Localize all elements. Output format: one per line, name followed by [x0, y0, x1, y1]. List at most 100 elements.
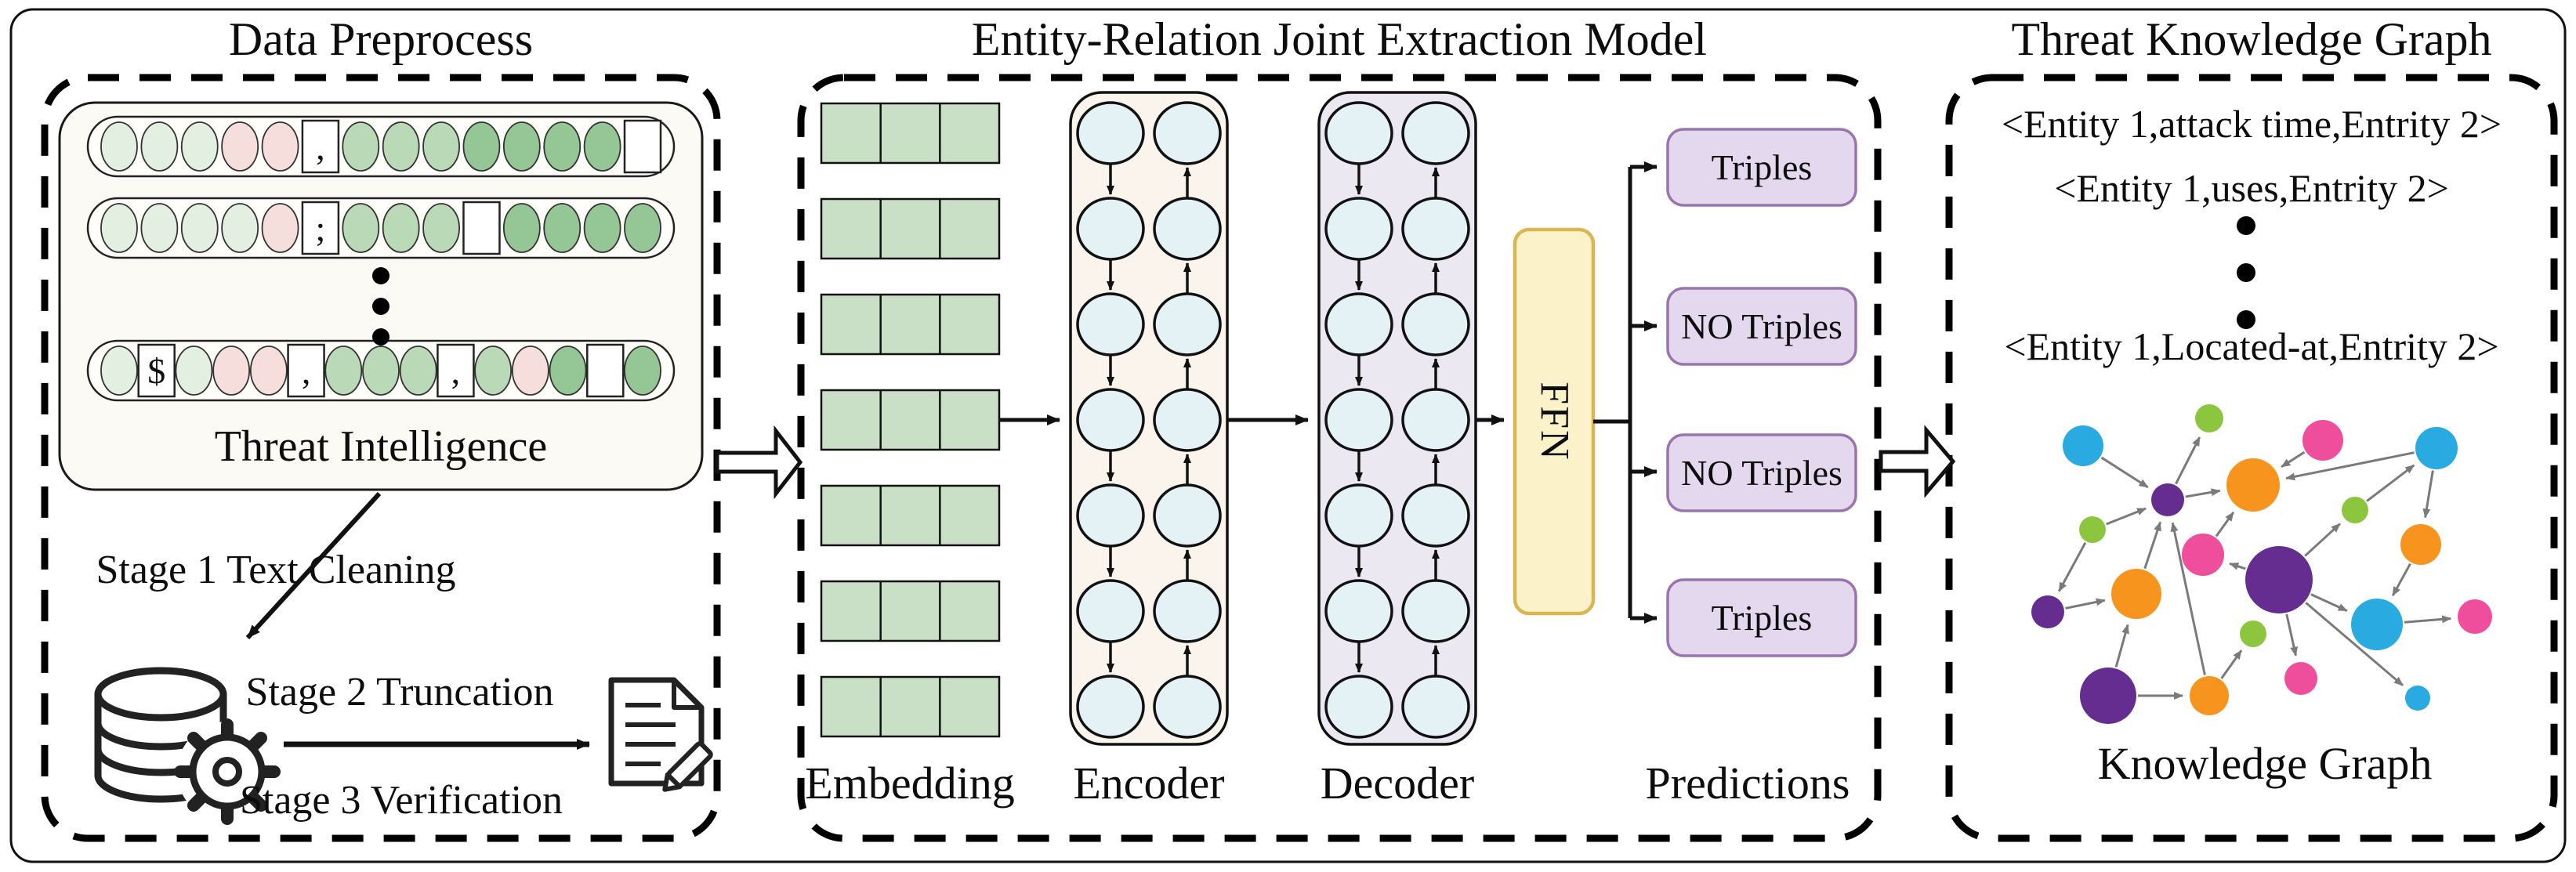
rnn-unit-circle	[1153, 388, 1222, 452]
token-square	[287, 343, 325, 398]
kg-node-pink	[2302, 420, 2343, 461]
rnn-unit-circle	[1401, 197, 1470, 261]
token-ellipse	[624, 203, 661, 253]
ellipsis-dots-left	[372, 267, 389, 346]
token-ellipse	[324, 346, 363, 396]
rnn-unit-circle	[1076, 197, 1145, 261]
kg-node-purple	[2245, 546, 2313, 613]
kg-node-green	[2240, 621, 2266, 647]
kg-edge	[2310, 593, 2348, 612]
embedding-block	[820, 580, 1001, 642]
rnn-unit-circle	[1076, 675, 1145, 739]
kg-node-blue	[2405, 686, 2430, 711]
kg-node-pink	[2458, 599, 2492, 634]
triple-text-uses: <Entity 1,uses,Entrity 2>	[2054, 166, 2449, 210]
rnn-unit-circle	[1324, 675, 1393, 739]
stage1-label: Stage 1 Text Cleaning	[96, 548, 456, 592]
kg-edge	[2391, 563, 2411, 597]
token-ellipse	[543, 121, 582, 172]
rnn-unit-circle	[1401, 579, 1470, 643]
token-ellipse	[549, 346, 587, 396]
panel-title-data-preprocess: Data Preprocess	[228, 13, 534, 65]
prediction-box	[1666, 578, 1857, 657]
kg-node-purple	[2151, 483, 2184, 516]
kg-edge	[2100, 456, 2149, 489]
kg-node-orange	[2400, 524, 2441, 565]
kg-edge	[2229, 562, 2246, 570]
token-ellipse	[382, 121, 420, 172]
kg-node-green	[2342, 497, 2368, 523]
kg-edge	[2143, 521, 2161, 570]
ffn-branch-lines	[1593, 161, 1658, 624]
kg-node-orange	[2111, 569, 2161, 619]
kg-edge	[2215, 512, 2235, 537]
kg-node-purple	[2080, 668, 2136, 724]
rnn-unit-circle	[1324, 197, 1393, 261]
rnn-unit-circle	[1153, 483, 1222, 548]
kg-node-pink	[2182, 534, 2224, 576]
token-square	[462, 201, 501, 255]
rnn-unit-circle	[1076, 388, 1145, 452]
kg-node-orange	[2190, 676, 2229, 715]
token-ellipse	[221, 203, 259, 253]
knowledge-graph-label: Knowledge Graph	[2097, 738, 2433, 789]
token-ellipse	[100, 121, 138, 172]
panel-extraction-model	[797, 74, 1882, 842]
token-square	[301, 201, 340, 255]
token-ellipse	[100, 346, 138, 396]
rnn-unit-circle	[1401, 388, 1470, 452]
triple-text-attack-time: <Entity 1,attack time,Entrity 2>	[2001, 102, 2502, 146]
token-ellipse	[382, 203, 420, 253]
flow-arrow-left-to-model	[715, 425, 803, 500]
token-ellipse	[502, 121, 541, 172]
panel-title-threat-kg: Threat Knowledge Graph	[2011, 13, 2492, 65]
token-ellipse	[362, 346, 400, 396]
threat-intelligence-label: Threat Intelligence	[214, 422, 548, 471]
embedding-block	[820, 293, 1001, 356]
token-ellipse	[624, 346, 661, 396]
kg-edge	[2285, 451, 2415, 481]
token-symbol: $	[147, 351, 165, 391]
kg-edge	[2057, 541, 2087, 592]
knowledge-graph-nodes	[2031, 404, 2492, 724]
token-symbol: ,	[316, 127, 325, 167]
kg-edge	[2305, 602, 2404, 686]
token-square	[586, 343, 625, 398]
token-ellipse	[100, 203, 138, 253]
kg-edge	[2170, 522, 2206, 675]
token-ellipse	[583, 121, 621, 172]
document-pencil-icon	[608, 677, 713, 792]
token-square	[301, 119, 340, 174]
rnn-unit-circle	[1153, 101, 1222, 165]
rnn-unit-circle	[1153, 579, 1222, 643]
embedding-block	[820, 484, 1001, 547]
prediction-label-1: Triples	[1711, 147, 1813, 187]
kg-edge	[2404, 615, 2452, 624]
kg-node-orange	[2226, 458, 2280, 512]
token-ellipse	[342, 121, 380, 172]
rnn-unit-circle	[1153, 675, 1222, 739]
database-gear-icon	[94, 667, 281, 825]
kg-edge	[2304, 523, 2341, 557]
token-ellipse	[399, 346, 437, 396]
rnn-unit-circle	[1324, 579, 1393, 643]
prediction-label-3: NO Triples	[1681, 453, 1842, 493]
kg-edge	[2281, 450, 2306, 469]
token-symbol: ;	[316, 208, 326, 248]
token-ellipse	[342, 203, 380, 253]
decoder-units	[1324, 101, 1470, 739]
kg-edge	[2114, 624, 2129, 668]
prediction-box	[1666, 433, 1857, 512]
rnn-unit-circle	[1076, 579, 1145, 643]
rnn-unit-circle	[1401, 483, 1470, 548]
kg-edge	[2106, 507, 2147, 526]
token-ellipse	[462, 121, 501, 172]
kg-edge	[2422, 470, 2434, 519]
kg-edge	[2185, 488, 2221, 498]
rnn-unit-circle	[1324, 292, 1393, 356]
embedding-block	[820, 197, 1001, 260]
rnn-unit-circle	[1076, 483, 1145, 548]
figure-border	[9, 8, 2567, 863]
token-ellipse	[583, 203, 621, 253]
